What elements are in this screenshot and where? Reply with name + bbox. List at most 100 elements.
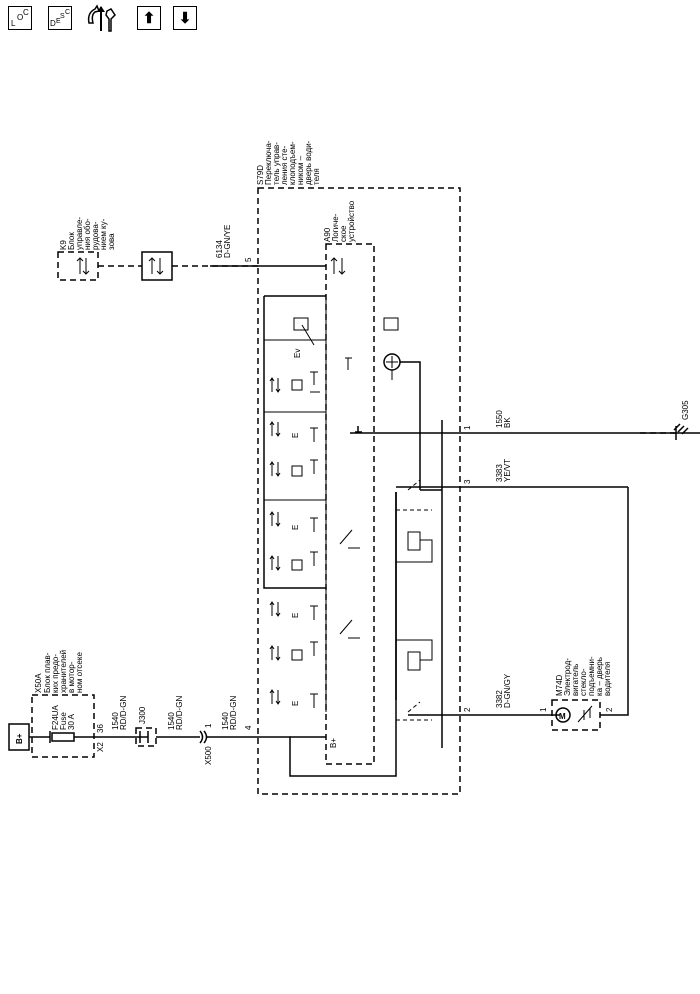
x50a-label: X50A	[34, 673, 43, 693]
svg-text:E: E	[291, 701, 300, 706]
serial-data-symbol	[141, 251, 173, 281]
a90-desc-2: ское	[339, 225, 348, 242]
g305-label: G305	[681, 400, 690, 420]
x50a-desc-4: в мотор-	[67, 661, 76, 693]
m-pin1: 1	[539, 707, 548, 712]
a90-desc-3: устройство	[347, 200, 356, 242]
f24ua-label: F24UA	[51, 704, 60, 730]
motor-symbol: M	[559, 712, 566, 721]
w1540b-color: RD/D-GN	[175, 696, 184, 730]
m-pin2: 2	[605, 707, 614, 712]
contact-group-2: E	[269, 421, 318, 442]
pin3-label: 3	[463, 479, 472, 484]
m74d-desc-2: вигатель	[571, 664, 580, 696]
x50a-desc-3: хранителей	[59, 650, 68, 693]
m74d-desc-4: подъемни-	[587, 656, 596, 696]
desc-label-sub: E	[56, 18, 61, 25]
j300-label: J300	[138, 706, 147, 724]
s79d-label: S79D	[256, 165, 265, 185]
contact-group-1	[269, 371, 320, 393]
switch-contacts: Ev E E E	[263, 295, 327, 712]
relay-up	[339, 479, 433, 700]
s79d-desc-1: Переключа-	[264, 140, 273, 185]
up-arrow-icon: ⬆	[142, 10, 156, 27]
location-view-button[interactable]: L O C	[8, 6, 32, 30]
w6134-num: 6134	[215, 240, 224, 258]
motor-m74d: M 1 2 M74D Электрод- вигатель стекло- по…	[539, 656, 614, 731]
contact-group-3	[269, 459, 318, 477]
w1540c-num: 1540	[221, 712, 230, 730]
a90-label: A90	[323, 227, 332, 242]
loc-label-sub: O	[17, 13, 24, 22]
s79d-desc-7: теля	[312, 168, 321, 185]
loc-label-sub2: C	[23, 8, 29, 17]
logic-device-a90: A90 Логиче- ское устройство B+	[323, 200, 375, 765]
w1540b-num: 1540	[167, 712, 176, 730]
k9-desc-2: управле-	[75, 217, 84, 250]
pin4-label: 4	[244, 725, 253, 730]
w1540c-color: RD/D-GN	[229, 696, 238, 730]
loc-label-main: L	[11, 19, 16, 28]
contact-group-6: E	[269, 601, 318, 620]
svg-text:E: E	[291, 613, 300, 618]
k9-label: K9	[59, 240, 68, 250]
x50a-desc-2: ких предо-	[51, 654, 60, 693]
down-arrow-button[interactable]: ⬇	[173, 6, 197, 30]
description-view-button[interactable]: D E S C	[48, 6, 72, 30]
contact-group-7	[269, 641, 318, 661]
s79d-desc-4: клоподъем-	[288, 141, 297, 185]
w1540a-num: 1540	[111, 712, 120, 730]
x500-label: X500	[204, 746, 213, 765]
w3382-num: 3382	[495, 690, 504, 708]
k9-desc-1: Блок	[67, 232, 76, 250]
toolbar: L O C D E S C ⬆ ⬇	[0, 0, 700, 44]
k9-desc-4: рудова-	[91, 221, 100, 250]
indicator-lamp	[345, 317, 421, 490]
bplus-inner-label: B+	[329, 738, 338, 748]
x50a-desc-5: ном отсеке	[75, 652, 84, 693]
s79d-desc-6: дверь води-	[304, 140, 313, 185]
pin36-label: 36	[96, 724, 105, 733]
contact-group-4: E	[269, 511, 318, 532]
splice-j300: J300	[135, 706, 157, 747]
down-arrow-icon: ⬇	[178, 10, 192, 27]
connector-x500: X500 1	[199, 723, 213, 765]
w1550-color: BK	[503, 417, 512, 428]
ground-g305: G305	[640, 400, 690, 440]
pin1-label: 1	[463, 425, 472, 430]
m74d-desc-1: Электрод-	[563, 658, 572, 696]
s79d-desc-5: ником –	[296, 155, 305, 185]
module-k9: K9 Блок управле- ния обо- рудова- нием к…	[57, 217, 116, 281]
s79d-desc-2: тель управ-	[272, 142, 281, 185]
desc-label-sub3: C	[65, 9, 71, 16]
battery-positive-terminal: B+	[8, 723, 30, 751]
s79d-desc-3: ления сте-	[280, 145, 289, 185]
m74d-label: M74D	[555, 674, 564, 696]
switch-s79d: S79D Переключа- тель управ- ления сте- к…	[256, 140, 461, 795]
w1550-num: 1550	[495, 410, 504, 428]
desc-label-main: D	[50, 19, 56, 28]
w3383-num: 3383	[495, 464, 504, 482]
a90-desc-1: Логиче-	[331, 213, 340, 242]
desc-label-sub2: S	[60, 13, 65, 20]
k9-desc-3: ния обо-	[83, 218, 92, 250]
svg-text:Ev: Ev	[293, 349, 302, 358]
w3382-color: D-GN/GY	[503, 673, 512, 708]
svg-text:E: E	[291, 525, 300, 530]
m74d-desc-6: водителя	[603, 662, 612, 696]
pin2-label: 2	[463, 707, 472, 712]
x500-pin: 1	[204, 723, 213, 728]
m74d-desc-3: стекло-	[579, 668, 588, 696]
k9-desc-5: нием ку-	[99, 218, 108, 250]
relay-down	[339, 619, 433, 721]
m74d-desc-5: ка – дверь	[595, 657, 604, 696]
contact-group-5	[269, 551, 318, 571]
x2-label: X2	[96, 742, 105, 752]
x50a-desc-1: Блок плав-	[43, 652, 52, 693]
pin5-label: 5	[244, 257, 253, 262]
contact-group-8: E	[269, 689, 318, 708]
up-arrow-button[interactable]: ⬆	[137, 6, 161, 30]
fuse-amp-label: 30 A	[67, 713, 76, 730]
connector-tool-icon[interactable]	[85, 3, 119, 35]
k9-desc-6: зова	[107, 233, 116, 250]
